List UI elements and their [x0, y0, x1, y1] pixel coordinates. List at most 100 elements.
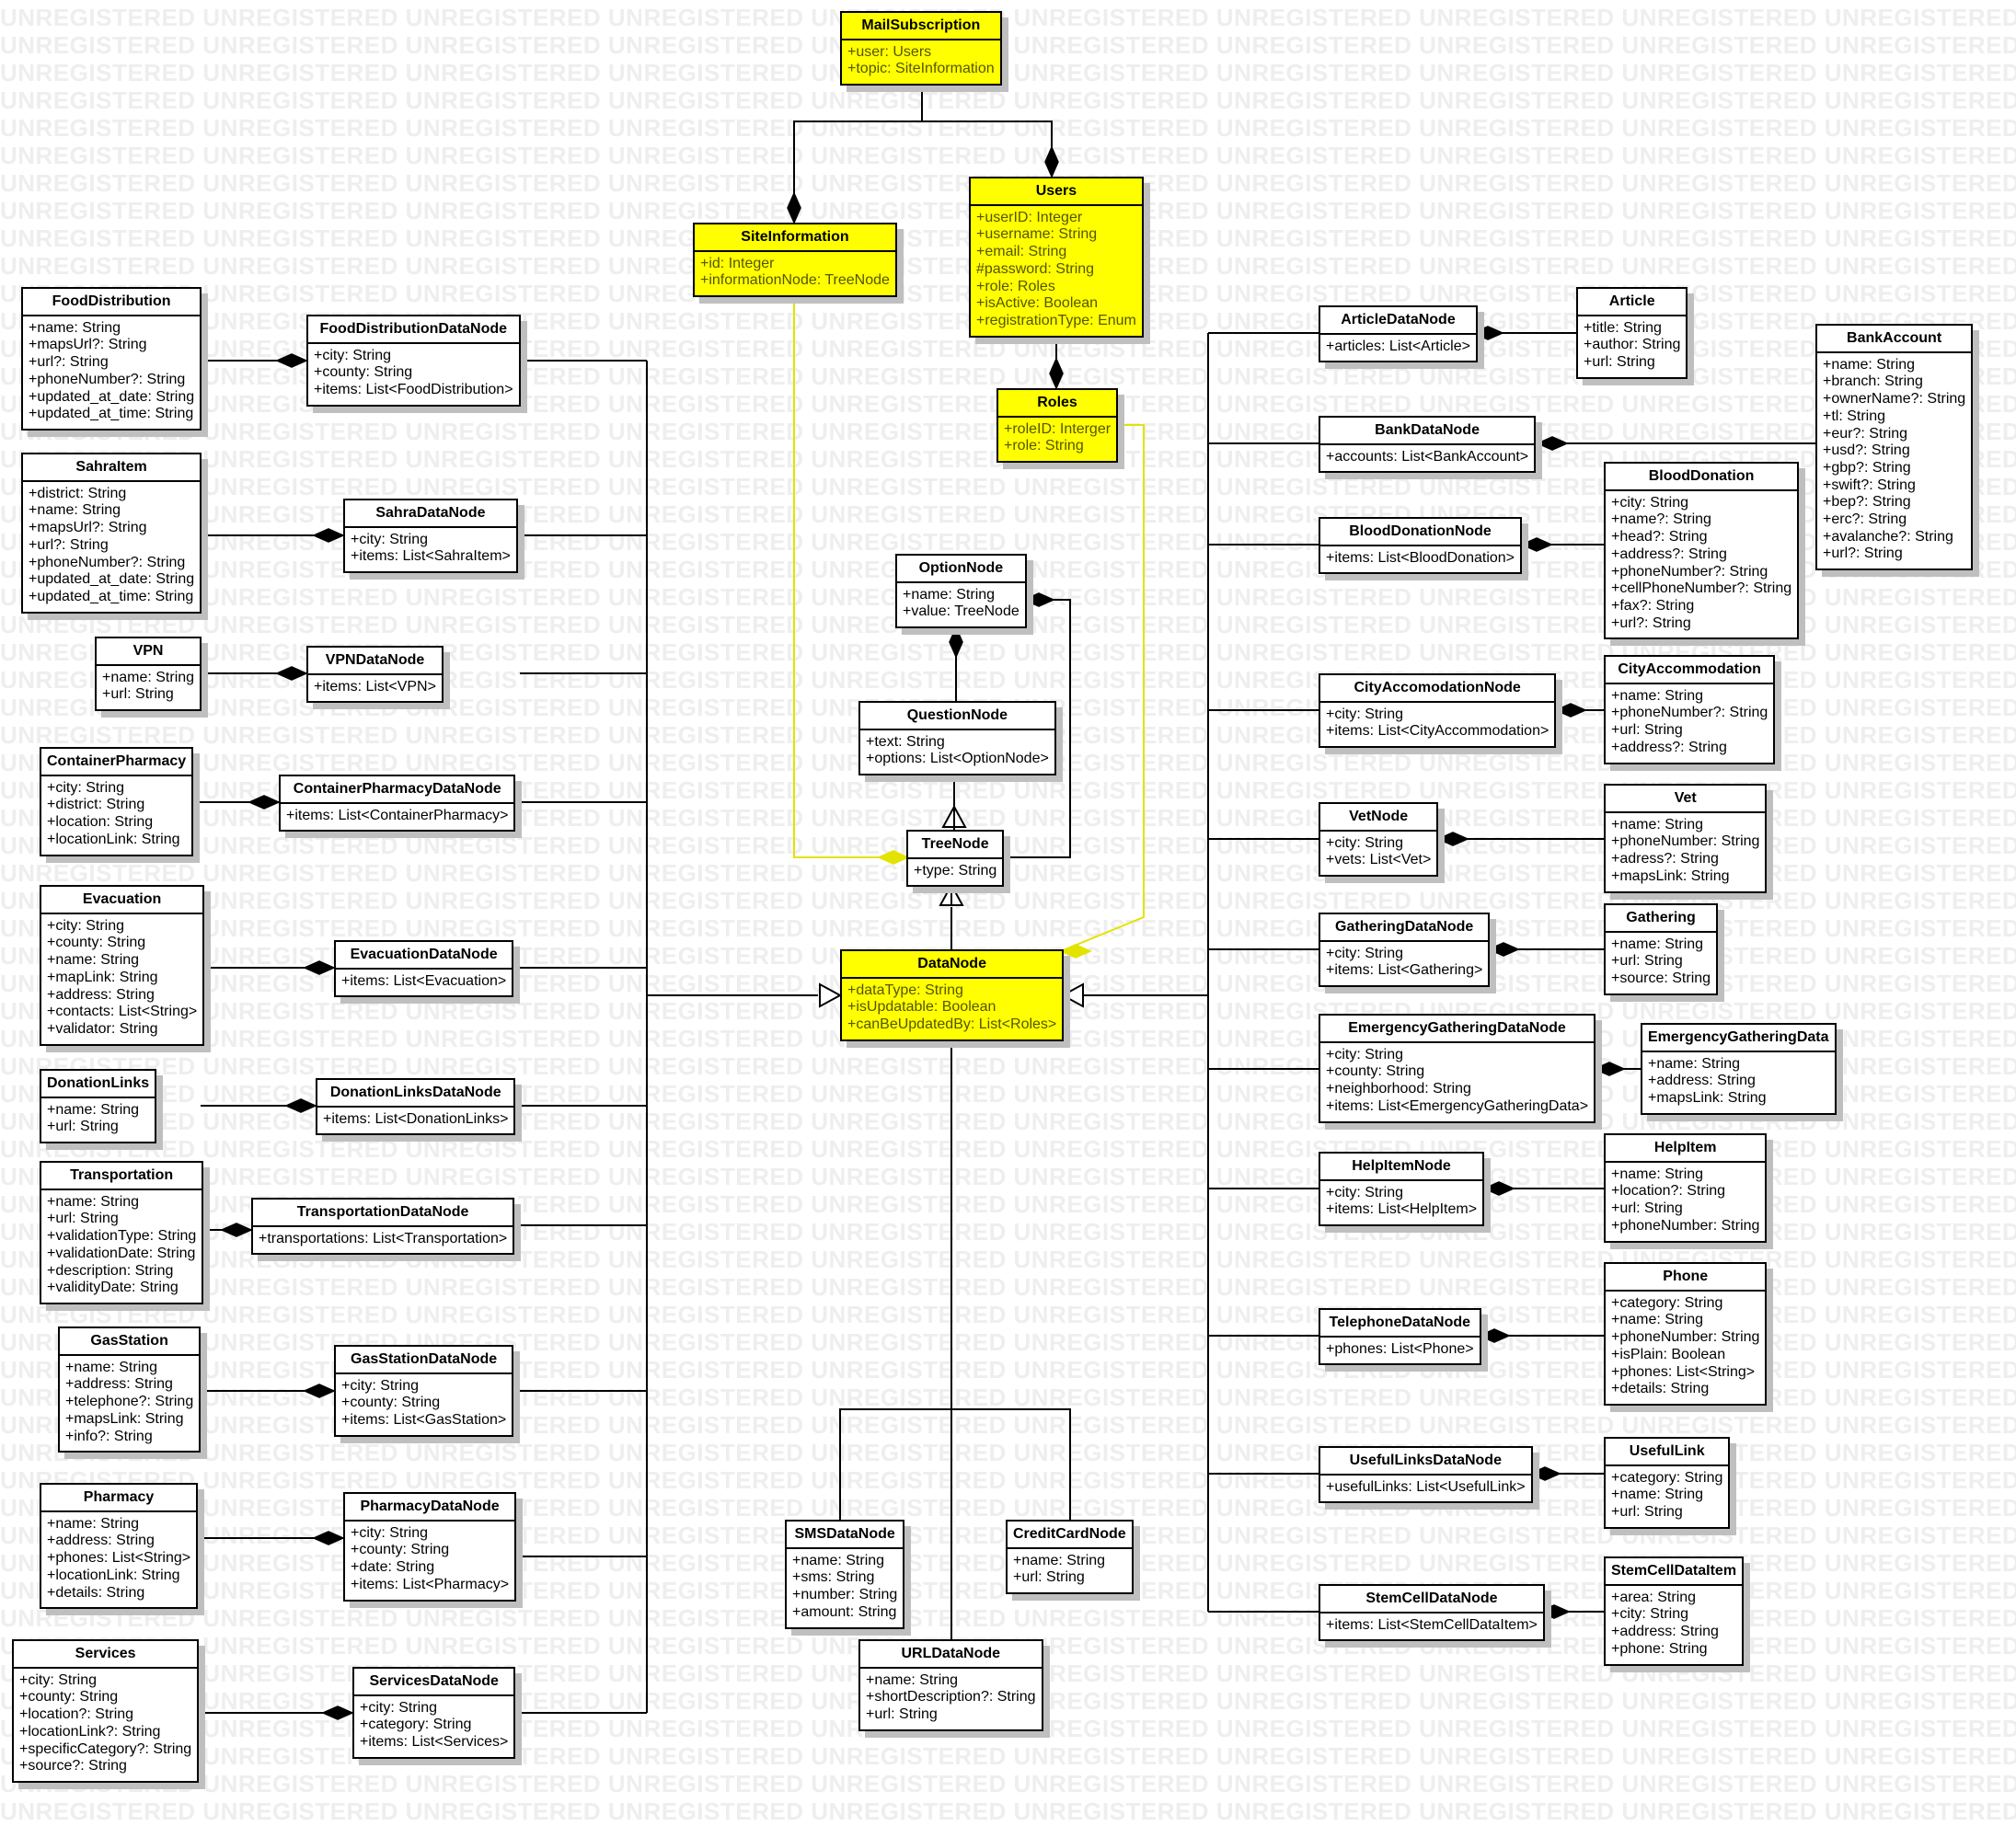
- class-transportationdatanode[interactable]: TransportationDataNode+transportations: …: [251, 1198, 515, 1256]
- class-questionnode[interactable]: QuestionNode+text: String+options: List<…: [858, 701, 1056, 776]
- sahra-data-node-title: SahraDataNode: [345, 500, 516, 528]
- city-accommodation-attributes: +name: String+phoneNumber?: String+url: …: [1606, 684, 1773, 763]
- class-helpitemnode[interactable]: HelpItemNode+city: String+items: List<He…: [1319, 1152, 1485, 1227]
- class-datanode[interactable]: DataNode+dataType: String+isUpdatable: B…: [840, 949, 1065, 1041]
- class-emergencygatheringdata[interactable]: EmergencyGatheringData+name: String+addr…: [1641, 1023, 1837, 1115]
- vpndata-node-attributes: +items: List<VPN>: [308, 675, 442, 702]
- class-gathering[interactable]: Gathering+name: String+url: String+sourc…: [1604, 903, 1719, 995]
- attribute: +informationNode: TreeNode: [700, 272, 890, 289]
- attribute: +name: String: [29, 502, 121, 519]
- class-vet[interactable]: Vet+name: String+phoneNumber: String+adr…: [1604, 784, 1768, 893]
- services-data-node-title: ServicesDataNode: [354, 1669, 514, 1696]
- class-services[interactable]: Services+city: String+county: String+loc…: [12, 1639, 200, 1783]
- attribute: +phones: List<String>: [1611, 1363, 1756, 1380]
- class-pharmacy[interactable]: Pharmacy+name: String+address: String+ph…: [40, 1483, 199, 1610]
- class-creditcardnode[interactable]: CreditCardNode +name: String+url: String: [1006, 1520, 1134, 1595]
- class-evacuationdatanode[interactable]: EvacuationDataNode+items: List<Evacuatio…: [334, 940, 514, 998]
- class-donationlinks[interactable]: DonationLinks+name: String+url: String: [40, 1069, 157, 1144]
- class-containerpharmacy[interactable]: ContainerPharmacy+city: String+district:…: [40, 747, 194, 856]
- attribute: +phoneNumber: String: [1611, 1217, 1760, 1234]
- attribute: +name: String: [29, 319, 121, 336]
- class-sahraitem[interactable]: SahraItem+district: String+name: String+…: [21, 453, 202, 614]
- class-pharmacydatanode[interactable]: PharmacyDataNode+city: String+county: St…: [343, 1492, 517, 1602]
- class-usefullinksdatanode[interactable]: UsefulLinksDataNode+usefulLinks: List<Us…: [1319, 1446, 1533, 1504]
- class-sahradatanode[interactable]: SahraDataNode+city: String+items: List<S…: [343, 499, 518, 574]
- class-siteinformation[interactable]: SiteInformation+id: Integer+informationN…: [693, 223, 897, 298]
- composition-diamond: [787, 191, 801, 224]
- attribute: +name: String: [1611, 1487, 1704, 1503]
- attribute: +county: String: [47, 935, 146, 951]
- class-transportation[interactable]: Transportation+name: String+url: String+…: [40, 1161, 204, 1304]
- food-distribution-data-node-attributes: +city: String+county: String+items: List…: [308, 344, 519, 405]
- attribute: +items: List<CityAccommodation>: [1326, 723, 1549, 740]
- class-blooddonationnode[interactable]: BloodDonationNode+items: List<BloodDonat…: [1319, 517, 1523, 575]
- class-containerpharmacydatanode[interactable]: ContainerPharmacyDataNode+items: List<Co…: [279, 775, 516, 833]
- attribute: +mapsUrl?: String: [29, 337, 147, 353]
- class-vetnode[interactable]: VetNode+city: String+vets: List<Vet>: [1319, 802, 1439, 878]
- class-urldatanode[interactable]: URLDataNode+name: String+shortDescriptio…: [858, 1639, 1043, 1731]
- emergency-gathering-data-attributes: +name: String+address: String+mapsLink: …: [1642, 1052, 1835, 1113]
- composition-diamond: [1487, 942, 1520, 957]
- composition-diamond: [1049, 357, 1064, 390]
- class-phone[interactable]: Phone+category: String+name: String+phon…: [1604, 1262, 1768, 1406]
- class-treenode[interactable]: TreeNode+type: String: [906, 830, 1005, 888]
- attribute: +url: String: [1013, 1569, 1085, 1586]
- class-cityaccommodation[interactable]: CityAccommodation+name: String+phoneNumb…: [1604, 655, 1776, 764]
- users-attributes: +userID: Integer+username: String+email:…: [971, 206, 1142, 336]
- class-servicesdatanode[interactable]: ServicesDataNode+city: String+category: …: [352, 1667, 516, 1759]
- attribute: +city: String: [1326, 834, 1404, 851]
- sahra-item-title: SahraItem: [23, 454, 201, 482]
- attribute: +bep?: String: [1823, 494, 1911, 511]
- class-stemcelldataitem[interactable]: StemCellDataItem+area: String+city: Stri…: [1604, 1556, 1745, 1666]
- donation-links-attributes: +name: String+url: String: [41, 1098, 155, 1142]
- attribute: +name: String: [1013, 1552, 1106, 1568]
- aggregation-line: [793, 296, 908, 858]
- class-donationlinksdatanode[interactable]: DonationLinksDataNode+items: List<Donati…: [316, 1078, 516, 1136]
- credit-card-node-title: CreditCardNode: [1008, 1522, 1132, 1549]
- attribute: +details: String: [1611, 1381, 1710, 1397]
- attribute: +location: String: [47, 814, 154, 831]
- class-article[interactable]: Article+title: String+author: String+url…: [1576, 287, 1688, 379]
- class-bankaccount[interactable]: BankAccount+name: String+branch: String+…: [1815, 324, 1974, 571]
- class-vpndatanode[interactable]: VPNDataNode+items: List<VPN>: [306, 646, 444, 704]
- class-smsdatanode[interactable]: SMSDataNode+name: String+sms: String+num…: [785, 1520, 905, 1629]
- class-optionnode[interactable]: OptionNode+name: String+value: TreeNode: [895, 554, 1027, 629]
- phone-attributes: +category: String+name: String+phoneNumb…: [1606, 1292, 1765, 1404]
- attribute: +phoneNumber?: String: [29, 371, 186, 387]
- attribute: +area: String: [1611, 1589, 1697, 1605]
- evacuation-data-node-title: EvacuationDataNode: [336, 942, 513, 970]
- attribute: +url: String: [47, 1119, 119, 1135]
- attribute: +name: String: [65, 1359, 158, 1375]
- composition-diamond: [1520, 537, 1553, 552]
- class-gatheringdatanode[interactable]: GatheringDataNode+city: String+items: Li…: [1319, 913, 1491, 988]
- roles-attributes: +roleID: Interger+role: String: [998, 418, 1116, 461]
- class-articledatanode[interactable]: ArticleDataNode+articles: List<Article>: [1319, 305, 1478, 363]
- class-mailsubscription[interactable]: MailSubscription+user: Users+topic: Site…: [840, 11, 1002, 86]
- class-blooddonation[interactable]: BloodDonation+city: String+name?: String…: [1604, 462, 1800, 640]
- class-bankdatanode[interactable]: BankDataNode+accounts: List<BankAccount>: [1319, 416, 1537, 474]
- class-evacuation[interactable]: Evacuation+city: String+county: String+n…: [40, 885, 205, 1046]
- attribute: +address: String: [1611, 1624, 1719, 1640]
- class-cityaccomodationnode[interactable]: CityAccomodationNode+city: String+items:…: [1319, 673, 1557, 749]
- attribute: +url?: String: [1611, 614, 1691, 631]
- class-stemcelldatanode[interactable]: StemCellDataNode+items: List<StemCellDat…: [1319, 1584, 1545, 1642]
- attribute: +location?: String: [19, 1706, 134, 1723]
- attribute: +phones: List<Phone>: [1326, 1340, 1474, 1357]
- attribute: +updated_at_time: String: [29, 406, 194, 422]
- class-roles[interactable]: Roles+roleID: Interger+role: String: [996, 388, 1119, 464]
- class-usefullink[interactable]: UsefulLink+category: String+name: String…: [1604, 1437, 1731, 1529]
- gas-station-title: GasStation: [60, 1328, 200, 1356]
- class-users[interactable]: Users+userID: Integer+username: String+e…: [969, 177, 1144, 338]
- class-fooddistribution[interactable]: FoodDistribution+name: String+mapsUrl?: …: [21, 287, 202, 431]
- class-emergencygatheringdatanode[interactable]: EmergencyGatheringDataNode+city: String+…: [1319, 1014, 1596, 1123]
- telephone-data-node-attributes: +phones: List<Phone>: [1320, 1338, 1480, 1364]
- class-gasstation[interactable]: GasStation+name: String+address: String+…: [58, 1326, 202, 1453]
- class-gasstationdatanode[interactable]: GasStationDataNode+city: String+county: …: [334, 1345, 514, 1437]
- class-helpitem[interactable]: HelpItem+name: String+location?: String+…: [1604, 1133, 1768, 1243]
- composition-diamond: [1538, 1604, 1571, 1619]
- class-telephonedatanode[interactable]: TelephoneDataNode+phones: List<Phone>: [1319, 1308, 1481, 1366]
- attribute: +items: List<Pharmacy>: [351, 1576, 510, 1592]
- class-vpn[interactable]: VPN+name: String+url: String: [95, 637, 202, 712]
- vpn-attributes: +name: String+url: String: [97, 666, 200, 709]
- class-fooddistributiondatanode[interactable]: FoodDistributionDataNode+city: String+co…: [306, 315, 521, 407]
